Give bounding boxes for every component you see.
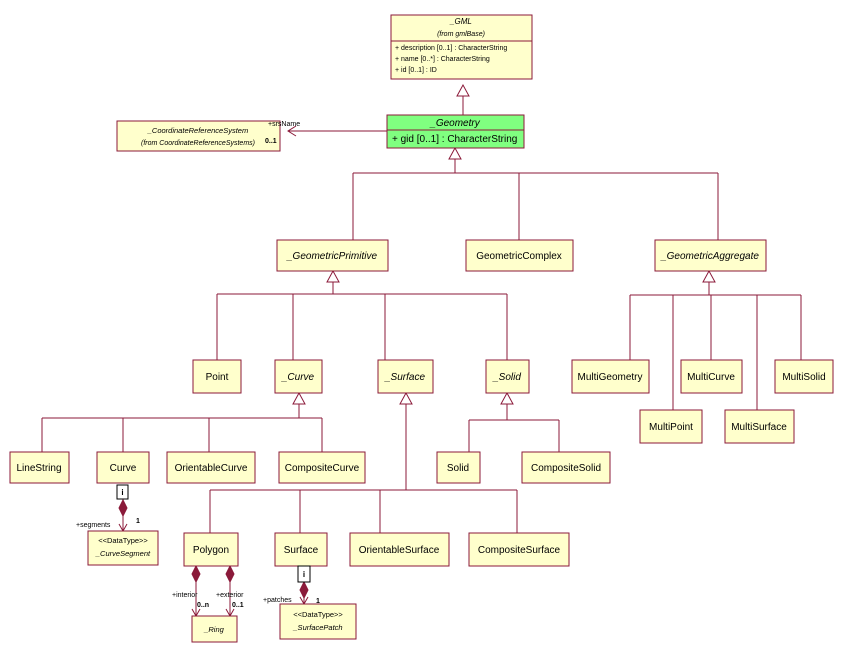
class-attribute: + description [0..1] : CharacterString bbox=[395, 45, 507, 52]
association-role: +exterior bbox=[216, 592, 244, 599]
class-multi-geometry[interactable]: MultiGeometry bbox=[571, 359, 650, 394]
class-name: Point bbox=[206, 372, 229, 383]
class-name: LineString bbox=[16, 463, 61, 474]
class-stereotype: <<DataType>> bbox=[293, 610, 343, 619]
association-multiplicity: 1 bbox=[136, 518, 140, 525]
class-point[interactable]: Point bbox=[192, 359, 242, 394]
class-name: _Geometry bbox=[429, 118, 480, 129]
svg-text:i: i bbox=[121, 488, 123, 497]
class-geometric-primitive[interactable]: _GeometricPrimitive bbox=[276, 239, 389, 272]
class-name: _CoordinateReferenceSystem bbox=[147, 126, 248, 135]
class-name: _Solid bbox=[492, 372, 521, 383]
association-multiplicity: 0..1 bbox=[232, 602, 244, 609]
class-attribute: + name [0..*] : CharacterString bbox=[395, 56, 490, 63]
generalization-arrow bbox=[326, 269, 340, 283]
class-composite-solid[interactable]: CompositeSolid bbox=[521, 451, 611, 484]
class-geometric-aggregate[interactable]: _GeometricAggregate bbox=[654, 239, 767, 272]
composition-diamond bbox=[191, 564, 201, 584]
qualifier-box: i bbox=[297, 565, 311, 583]
association-role: +srsName bbox=[268, 121, 300, 128]
class-name: OrientableCurve bbox=[175, 463, 248, 474]
qualifier-box: i bbox=[116, 484, 129, 500]
class-name: MultiPoint bbox=[649, 422, 693, 433]
class-name: Curve bbox=[110, 463, 137, 474]
class-composite-curve[interactable]: CompositeCurve bbox=[278, 451, 366, 484]
class-orientable-surface[interactable]: OrientableSurface bbox=[349, 532, 450, 567]
class-name: MultiSolid bbox=[782, 372, 825, 383]
class-stereotype: <<DataType>> bbox=[98, 536, 148, 545]
class-name: Surface bbox=[284, 545, 319, 556]
class-multi-curve[interactable]: MultiCurve bbox=[680, 359, 743, 394]
class-name: CompositeCurve bbox=[285, 463, 360, 474]
composition-diamond bbox=[225, 564, 235, 584]
class-coordinate-reference-system[interactable]: _CoordinateReferenceSystem (from Coordin… bbox=[116, 120, 281, 152]
class-ring[interactable]: _Ring bbox=[191, 615, 238, 643]
generalization-arrow bbox=[399, 391, 413, 405]
class-name: _GeometricAggregate bbox=[660, 251, 759, 262]
association-role: +segments bbox=[76, 522, 111, 529]
class-stereotype: (from CoordinateReferenceSystems) bbox=[141, 140, 255, 147]
class-attribute: + gid [0..1] : CharacterString bbox=[392, 134, 517, 145]
class-name: _SurfacePatch bbox=[292, 623, 342, 632]
class-name: Polygon bbox=[193, 545, 229, 556]
class-name: Solid bbox=[447, 463, 469, 474]
association-multiplicity: 0..1 bbox=[265, 138, 277, 145]
class-gml[interactable]: _GML (from gmlBase) + description [0..1]… bbox=[390, 14, 533, 80]
class-solid[interactable]: Solid bbox=[436, 451, 481, 484]
class-solid-abstract[interactable]: _Solid bbox=[485, 359, 530, 394]
class-multi-surface[interactable]: MultiSurface bbox=[724, 409, 795, 444]
generalization-arrow bbox=[702, 269, 716, 283]
class-geometry[interactable]: _Geometry + gid [0..1] : CharacterString bbox=[386, 114, 525, 149]
class-name: GeometricComplex bbox=[476, 251, 562, 262]
class-polygon[interactable]: Polygon bbox=[183, 532, 239, 567]
class-surface-abstract[interactable]: _Surface bbox=[377, 359, 434, 394]
class-name: CompositeSurface bbox=[478, 545, 561, 556]
class-composite-surface[interactable]: CompositeSurface bbox=[468, 532, 570, 567]
class-curve-abstract[interactable]: _Curve bbox=[274, 359, 323, 394]
class-line-string[interactable]: LineString bbox=[9, 451, 70, 484]
class-stereotype: (from gmlBase) bbox=[437, 31, 485, 38]
class-curve-segment[interactable]: <<DataType>> _CurveSegment bbox=[87, 530, 159, 566]
class-name: _GML bbox=[449, 17, 472, 26]
class-attribute: + id [0..1] : ID bbox=[395, 67, 437, 74]
class-surface[interactable]: Surface bbox=[274, 532, 328, 567]
class-name: MultiGeometry bbox=[577, 372, 642, 383]
class-name: CompositeSolid bbox=[531, 463, 601, 474]
class-name: _GeometricPrimitive bbox=[286, 251, 377, 262]
class-name: MultiCurve bbox=[687, 372, 735, 383]
association-role: +interior bbox=[172, 592, 198, 599]
svg-text:i: i bbox=[303, 570, 305, 579]
class-geometric-complex[interactable]: GeometricComplex bbox=[465, 239, 574, 272]
class-surface-patch[interactable]: <<DataType>> _SurfacePatch bbox=[279, 603, 357, 640]
composition-diamond bbox=[299, 580, 309, 600]
class-name: _Curve bbox=[281, 372, 315, 383]
generalization-arrow bbox=[292, 391, 306, 405]
class-multi-point[interactable]: MultiPoint bbox=[639, 409, 703, 444]
connectors bbox=[41, 83, 802, 618]
class-multi-solid[interactable]: MultiSolid bbox=[774, 359, 834, 394]
class-name: OrientableSurface bbox=[359, 545, 440, 556]
composition-diamond bbox=[118, 498, 128, 518]
generalization-arrow bbox=[500, 391, 514, 405]
class-curve[interactable]: Curve bbox=[96, 451, 150, 484]
generalization-arrow bbox=[456, 83, 470, 97]
association-role: +patches bbox=[263, 597, 292, 604]
association-multiplicity: 0..n bbox=[197, 602, 209, 609]
class-name: _Surface bbox=[384, 372, 425, 383]
class-name: _Ring bbox=[203, 625, 224, 634]
class-name: MultiSurface bbox=[731, 422, 787, 433]
class-name: _CurveSegment bbox=[95, 549, 151, 558]
generalization-arrow bbox=[448, 146, 462, 160]
association-multiplicity: 1 bbox=[316, 598, 320, 605]
class-orientable-curve[interactable]: OrientableCurve bbox=[166, 451, 256, 484]
